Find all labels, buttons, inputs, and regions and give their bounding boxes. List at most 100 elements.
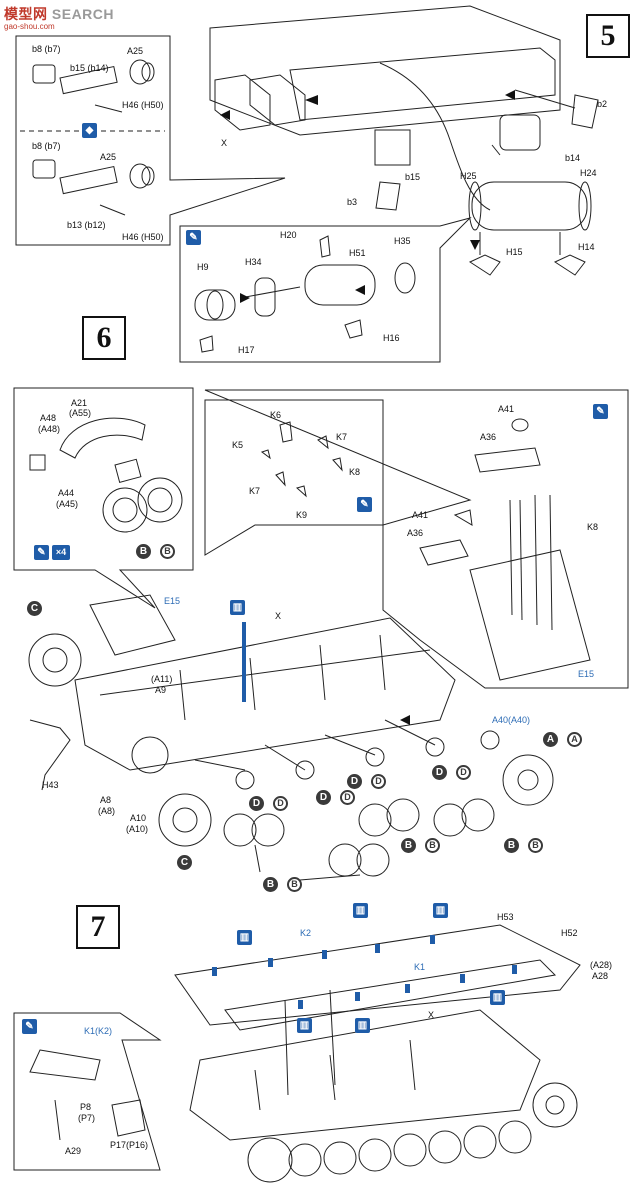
step-number-7: 7 [76,905,120,949]
part-marker-a: A [543,732,558,747]
part-label: H35 [394,236,411,246]
part-label: A8 [100,795,112,805]
glue-icon: ✎ [186,230,201,245]
part-label: (A11) [151,674,173,684]
part-label: A44 [58,488,75,498]
part-label: (A48) [38,424,61,434]
part-label: H52 [561,928,578,938]
part-label: (A10) [126,824,149,834]
watermark-brand-cn: 模型网 [4,6,48,22]
paint-icon: ▥ [237,930,252,945]
part-label: (A55) [69,408,92,418]
part-label: A41 [412,510,429,520]
paint-icon: ▥ [297,1018,312,1033]
part-label: K6 [270,410,282,420]
part-label: A28 [592,971,609,981]
part-marker-d-alt: D [371,774,386,789]
paint-icon: ▥ [433,903,448,918]
part-marker-d-alt: D [456,765,471,780]
part-label: K2 [300,928,312,938]
part-label: b15 [405,172,421,182]
part-marker-b-alt: B [287,877,302,892]
part-label: K1(K2) [84,1026,113,1036]
part-label: A10 [130,813,147,823]
part-label: H9 [197,262,209,272]
quantity-badge: ×4 [52,545,70,560]
part-marker-b-alt: B [528,838,543,853]
part-marker-c: C [177,855,192,870]
part-marker-a-alt: A [567,732,582,747]
part-label: K5 [232,440,244,450]
part-label: (A28) [590,960,613,970]
step-number-5: 5 [586,14,630,58]
part-marker-b: B [504,838,519,853]
glue-icon: ✎ [357,497,372,512]
part-label: A40(A40) [492,715,531,725]
part-label: (A8) [98,806,116,816]
part-marker-d: D [316,790,331,805]
part-label: A25 [100,152,117,162]
part-label: K8 [349,467,361,477]
paint-icon: ▥ [353,903,368,918]
part-label: K7 [336,432,348,442]
glue-icon: ✎ [22,1019,37,1034]
part-label: A21 [71,398,88,408]
part-label: A41 [498,404,515,414]
watermark-brand-en: SEARCH [51,6,115,22]
part-label: X [275,611,282,621]
part-label: H51 [349,248,366,258]
part-label: b13 (b12) [67,220,106,230]
part-label: H24 [580,168,597,178]
part-label: P17(P16) [110,1140,149,1150]
part-label: H20 [280,230,297,240]
part-marker-d: D [249,796,264,811]
parts-subassembly-icon: ◆ [82,123,97,138]
part-marker-c: C [27,601,42,616]
part-marker-d-alt: D [273,796,288,811]
part-label: E15 [578,669,595,679]
part-label: b15 (b14) [70,63,109,73]
part-label: A36 [480,432,497,442]
part-marker-b-alt: B [160,544,175,559]
part-label: E15 [164,596,181,606]
paint-icon: ▥ [355,1018,370,1033]
part-label: H53 [497,912,514,922]
part-label: H25 [460,171,477,181]
part-label: A36 [407,528,424,538]
part-marker-b: B [263,877,278,892]
part-label: (P7) [78,1113,96,1123]
part-label: H34 [245,257,262,267]
part-label: X [221,138,228,148]
part-label: K8 [587,522,599,532]
paint-icon: ▥ [230,600,245,615]
part-label: H14 [578,242,595,252]
part-label: H15 [506,247,523,257]
part-label: H17 [238,345,255,355]
part-label: A48 [40,413,57,423]
part-label: K1 [414,962,426,972]
watermark-site: gao-shou.com [4,22,55,31]
paint-icon: ▥ [490,990,505,1005]
step-number-6: 6 [82,316,126,360]
part-label: K7 [249,486,261,496]
part-label: b8 (b7) [32,44,61,54]
part-label: A25 [127,46,144,56]
part-label: X [428,1010,435,1020]
watermark-logo: 模型网 SEARCH [4,4,114,24]
part-label: H43 [42,780,59,790]
part-label: H16 [383,333,400,343]
part-label: A9 [155,685,167,695]
part-label: K9 [296,510,308,520]
glue-icon: ✎ [593,404,608,419]
part-label: H46 (H50) [122,232,164,242]
part-label: b2 [597,99,608,109]
part-marker-d: D [347,774,362,789]
part-label: H46 (H50) [122,100,164,110]
part-label: P8 [80,1102,92,1112]
part-marker-d-alt: D [340,790,355,805]
part-marker-b: B [136,544,151,559]
part-label: b3 [347,197,358,207]
part-marker-b: B [401,838,416,853]
part-marker-b-alt: B [425,838,440,853]
